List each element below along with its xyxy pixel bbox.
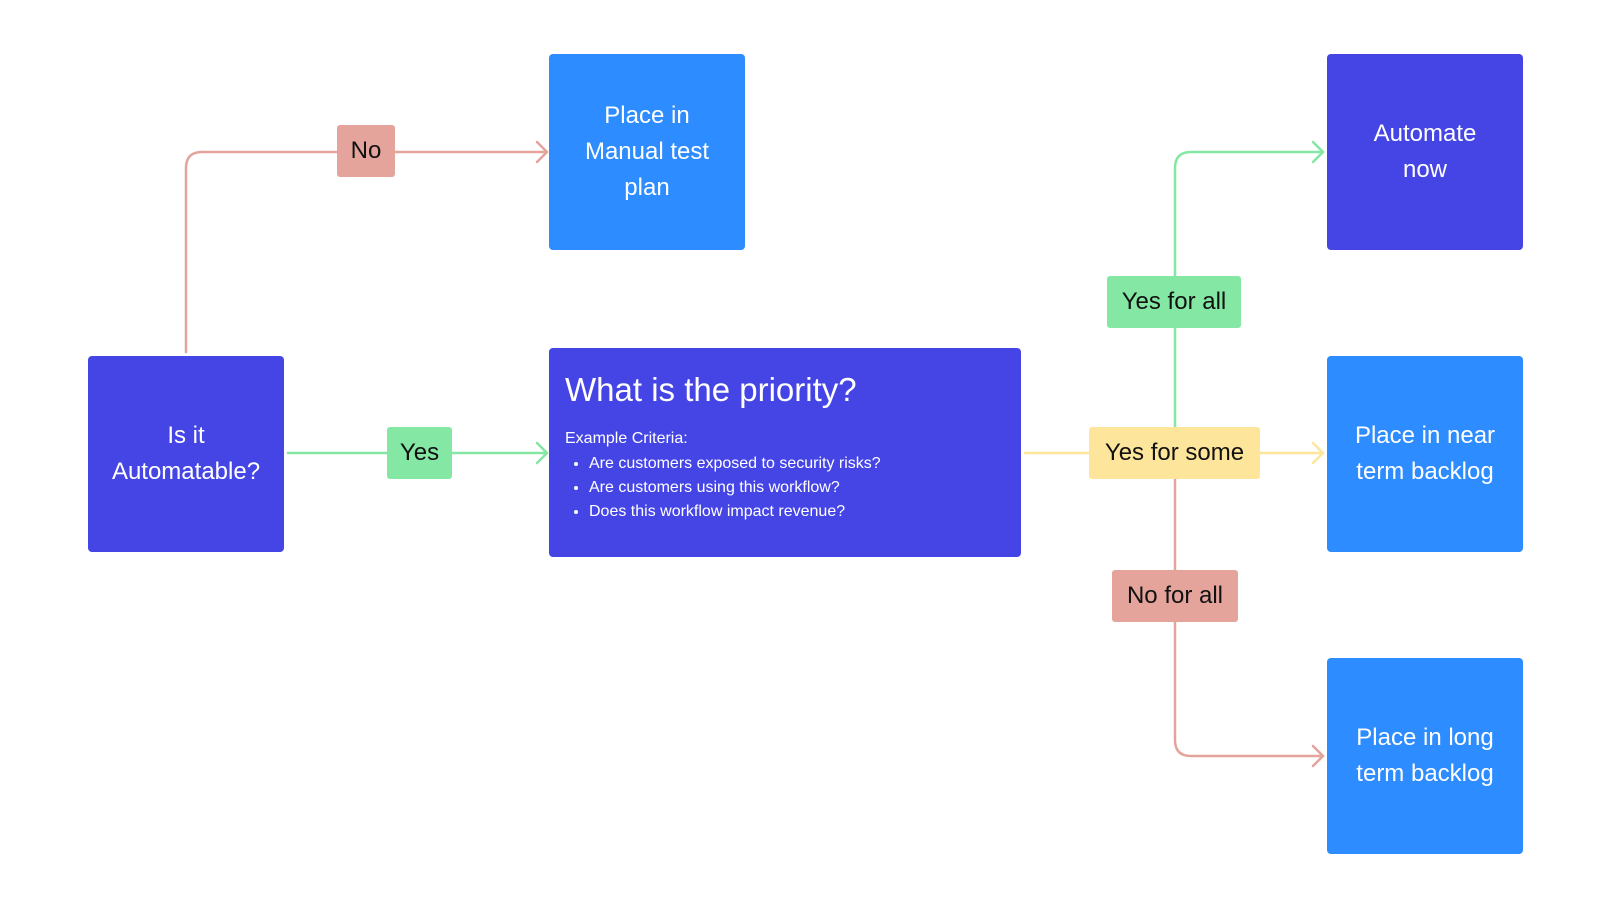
criteria-item: Are customers exposed to security risks? — [589, 452, 1005, 476]
edge-no-for-all — [1173, 476, 1325, 758]
node-manual-test-plan: Place in Manual test plan — [549, 54, 745, 250]
node-long-term-backlog: Place in long term backlog — [1327, 658, 1523, 854]
edge-label-no: No — [337, 125, 395, 177]
node-near-term-backlog: Place in near term backlog — [1327, 356, 1523, 552]
node-automate-now: Automate now — [1327, 54, 1523, 250]
criteria-item: Are customers using this workflow? — [589, 476, 1005, 500]
arrowhead-yes — [535, 441, 549, 465]
edge-label-no-for-all: No for all — [1112, 570, 1238, 622]
criteria-list: Are customers exposed to security risks?… — [565, 452, 1005, 524]
edge-yes-for-all — [1173, 150, 1325, 430]
criteria-item: Does this workflow impact revenue? — [589, 500, 1005, 524]
edge-label-yes-for-some: Yes for some — [1089, 427, 1260, 479]
edge-no — [184, 150, 549, 354]
arrowhead-yes-for-some — [1311, 441, 1325, 465]
arrowhead-yes-for-all — [1311, 140, 1325, 164]
criteria-label: Example Criteria: — [565, 430, 688, 447]
edge-label-yes: Yes — [387, 427, 452, 479]
arrowhead-no-for-all — [1311, 744, 1325, 768]
priority-title: What is the priority? — [565, 371, 857, 408]
node-is-it-automatable: Is it Automatable? — [88, 356, 284, 552]
arrowhead-no — [535, 140, 549, 164]
edge-label-yes-for-all: Yes for all — [1107, 276, 1241, 328]
node-what-is-the-priority: What is the priority? Example Criteria: … — [549, 348, 1021, 557]
